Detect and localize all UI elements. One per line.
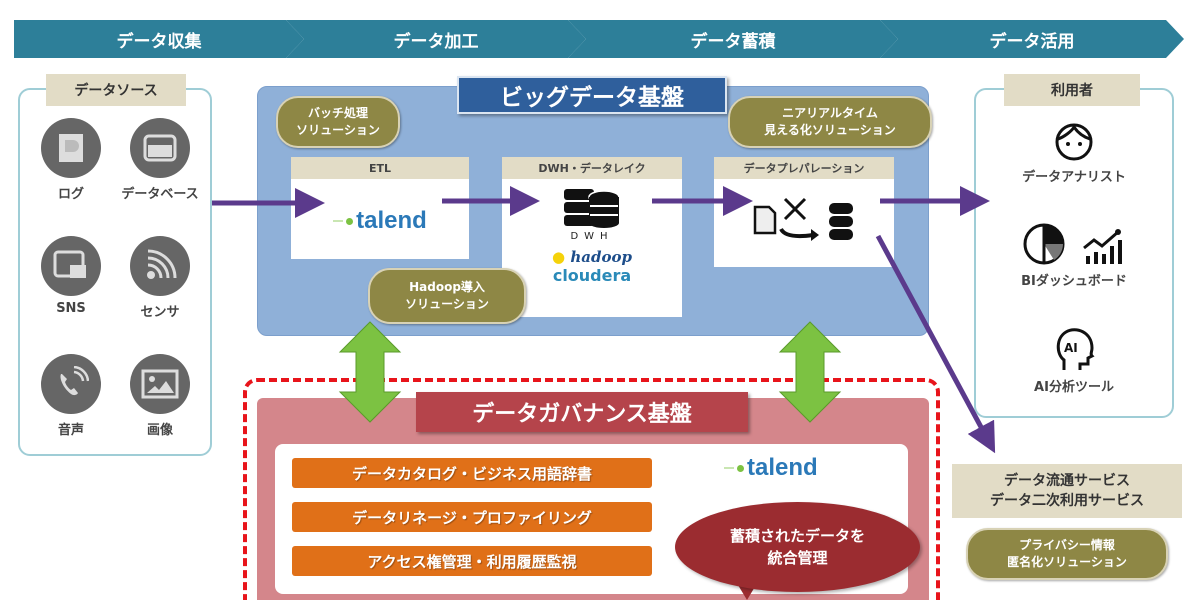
dwh-card: DWH・データレイク DWH ● hadoop cloudera (502, 157, 682, 317)
hadoop-solution-pill: Hadoop導入 ソリューション (368, 268, 526, 324)
etl-card: ETL talend (291, 157, 469, 259)
database-icon (130, 118, 190, 178)
governance-talend-logo: talend (724, 454, 818, 482)
dwh-card-title: DWH・データレイク (502, 157, 682, 179)
data-services-box: データ流通サービス データ二次利用サービス (952, 464, 1182, 518)
data-sources-title: データソース (46, 74, 186, 106)
source-voice: 音声 (36, 354, 106, 438)
phase-bar: データ収集 データ加工 データ蓄積 データ活用 (14, 20, 1184, 58)
source-sensor: センサ (120, 236, 200, 320)
pill-line: ソリューション (405, 297, 489, 311)
user-label: BIダッシュボード (1021, 274, 1127, 289)
phase-store: データ蓄積 (568, 20, 898, 58)
log-icon (41, 118, 101, 178)
user-ai-tool: AI AI分析ツール (974, 326, 1174, 395)
cloudera-logo: cloudera (552, 266, 632, 285)
phase-use: データ活用 (880, 20, 1184, 58)
service-line: データ二次利用サービス (990, 493, 1144, 509)
pill-line: ソリューション (296, 123, 380, 137)
pill-line: プライバシー情報 (1019, 538, 1115, 552)
pill-line: Hadoop導入 (409, 280, 485, 294)
user-bi-dashboard: BIダッシュボード (974, 222, 1174, 289)
source-label: データベース (121, 187, 199, 202)
pill-line: 匿名化ソリューション (1007, 555, 1127, 569)
phase-label: データ蓄積 (690, 31, 776, 52)
phase-label: データ加工 (393, 31, 479, 52)
privacy-solution-pill: プライバシー情報 匿名化ソリューション (966, 528, 1168, 580)
source-label: SNS (56, 301, 86, 316)
governance-item-access: アクセス権管理・利用履歴監視 (292, 546, 652, 576)
phase-process: データ加工 (286, 20, 586, 58)
sns-icon (41, 236, 101, 296)
phase-label: データ活用 (989, 31, 1075, 52)
bi-chart-icon (974, 222, 1174, 266)
hadoop-logo-text: hadoop (570, 248, 632, 266)
governance-title: データガバナンス基盤 (416, 392, 748, 432)
realtime-solution-pill: ニアリアルタイム 見える化ソリューション (728, 96, 932, 148)
source-label: センサ (140, 305, 180, 320)
svg-text:AI: AI (1064, 341, 1078, 355)
talend-logo-text: talend (747, 454, 818, 481)
etl-card-title: ETL (291, 157, 469, 179)
dwh-caption: DWH (570, 231, 614, 242)
source-label: ログ (57, 187, 84, 202)
image-icon (130, 354, 190, 414)
user-label: データアナリスト (1022, 170, 1126, 185)
source-database: データベース (120, 118, 200, 202)
source-sns: SNS (36, 236, 106, 316)
dwh-servers-icon (502, 179, 682, 229)
governance-item-lineage: データリネージ・プロファイリング (292, 502, 652, 532)
source-label: 音声 (57, 423, 84, 438)
talend-logo: talend (291, 179, 469, 235)
user-analyst: データアナリスト (974, 122, 1174, 185)
source-label: 画像 (146, 423, 173, 438)
bubble-line: 統合管理 (767, 549, 828, 567)
pill-line: 見える化ソリューション (764, 123, 896, 137)
data-prep-card-title: データプレパレーション (714, 157, 894, 179)
sensor-icon (130, 236, 190, 296)
bigdata-title: ビッグデータ基盤 (457, 76, 727, 114)
user-label: AI分析ツール (1034, 380, 1114, 395)
phase-collect: データ収集 (14, 20, 304, 58)
service-line: データ流通サービス (1004, 473, 1130, 489)
voice-icon (41, 354, 101, 414)
phase-label: データ収集 (116, 31, 202, 52)
batch-solution-pill: バッチ処理 ソリューション (276, 96, 400, 148)
ai-head-icon: AI (974, 326, 1174, 372)
analyst-face-icon (974, 122, 1174, 162)
pill-line: ニアリアルタイム (782, 106, 878, 120)
data-prep-icon (714, 179, 894, 245)
pill-line: バッチ処理 (307, 106, 368, 120)
governance-item-catalog: データカタログ・ビジネス用語辞書 (292, 458, 652, 488)
bubble-line: 蓄積されたデータを (729, 527, 865, 545)
source-image: 画像 (120, 354, 200, 438)
source-log: ログ (36, 118, 106, 202)
integrated-management-bubble: 蓄積されたデータを 統合管理 (675, 502, 920, 592)
users-title: 利用者 (1004, 74, 1140, 106)
talend-logo-text: talend (356, 207, 427, 234)
governance-dashed-border (243, 378, 940, 600)
data-prep-card: データプレパレーション (714, 157, 894, 267)
hadoop-logo: ● hadoop (552, 248, 632, 266)
